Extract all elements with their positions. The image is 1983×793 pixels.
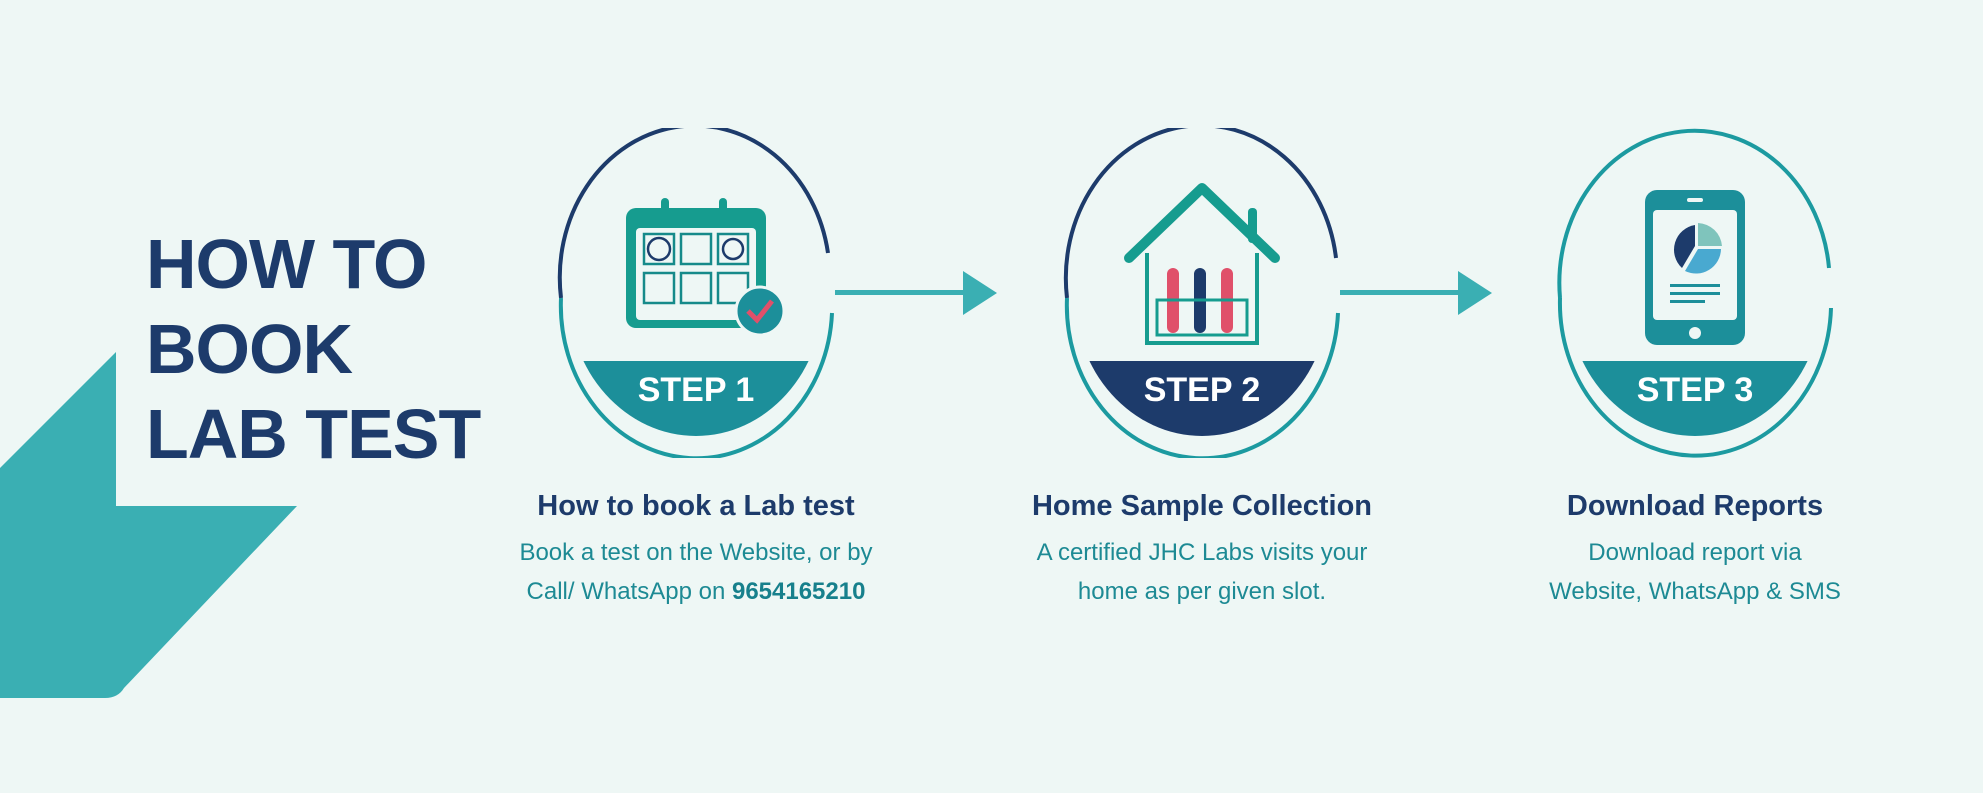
title-line: BOOK: [146, 310, 353, 388]
step-heading: Download Reports: [1566, 490, 1824, 522]
step-3-badge: STEP 3: [1525, 128, 1865, 458]
step-2-text: Home Sample Collection A certified JHC L…: [972, 487, 1432, 611]
desc-line: Call/ WhatsApp on: [526, 578, 732, 605]
step-label: STEP 1: [637, 371, 755, 409]
house-test-tubes-icon: [1124, 183, 1280, 345]
desc-line: A certified JHC Labs visits your: [1036, 539, 1368, 566]
step-1-text: How to book a Lab test Book a test on th…: [466, 487, 926, 611]
arrow-right-icon: [835, 271, 997, 315]
title-line: HOW TO: [146, 225, 427, 303]
phone-report-icon: [1645, 190, 1745, 345]
step-heading: How to book a Lab test: [537, 490, 855, 522]
desc-line: home as per given slot.: [1077, 578, 1327, 605]
step-label: STEP 3: [1636, 371, 1754, 409]
step-2-badge: STEP 2: [1032, 128, 1372, 458]
page-title: HOW TO BOOK LAB TEST: [146, 222, 481, 477]
step-description: Book a test on the Website, or by Call/ W…: [466, 533, 926, 611]
calendar-check-icon: [626, 198, 786, 337]
step-1-badge: STEP 1: [526, 128, 866, 458]
decorative-arrow-shape: [0, 352, 297, 698]
step-description: A certified JHC Labs visits your home as …: [972, 533, 1432, 611]
phone-number[interactable]: 9654165210: [731, 578, 866, 605]
step-heading: Home Sample Collection: [1031, 490, 1372, 522]
desc-line: Website, WhatsApp & SMS: [1549, 578, 1841, 605]
desc-line: Book a test on the Website, or by: [519, 539, 873, 566]
arrow-right-icon: [1340, 271, 1492, 315]
title-line: LAB TEST: [146, 395, 481, 473]
step-label: STEP 2: [1143, 371, 1261, 409]
desc-line: Download report via: [1588, 539, 1802, 566]
